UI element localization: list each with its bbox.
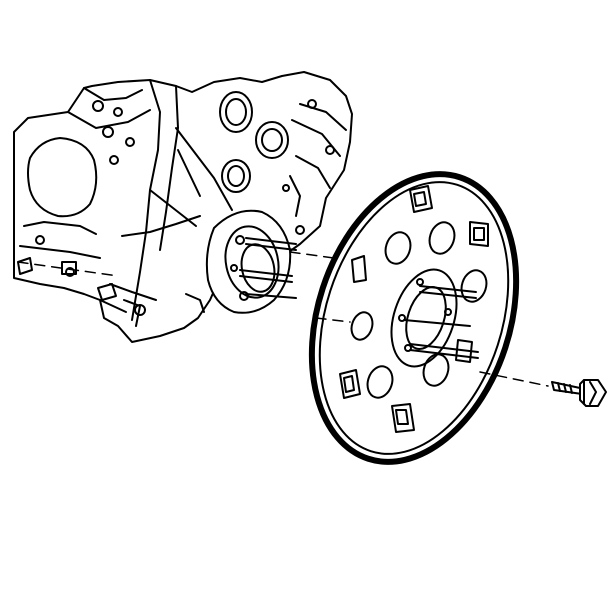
flexplate-bolt xyxy=(551,379,607,407)
alignment-lines xyxy=(403,285,479,359)
centerline-dashes xyxy=(17,251,549,387)
engine-block xyxy=(13,71,353,343)
crankshaft-flange xyxy=(205,209,297,314)
flexplate xyxy=(308,171,520,465)
